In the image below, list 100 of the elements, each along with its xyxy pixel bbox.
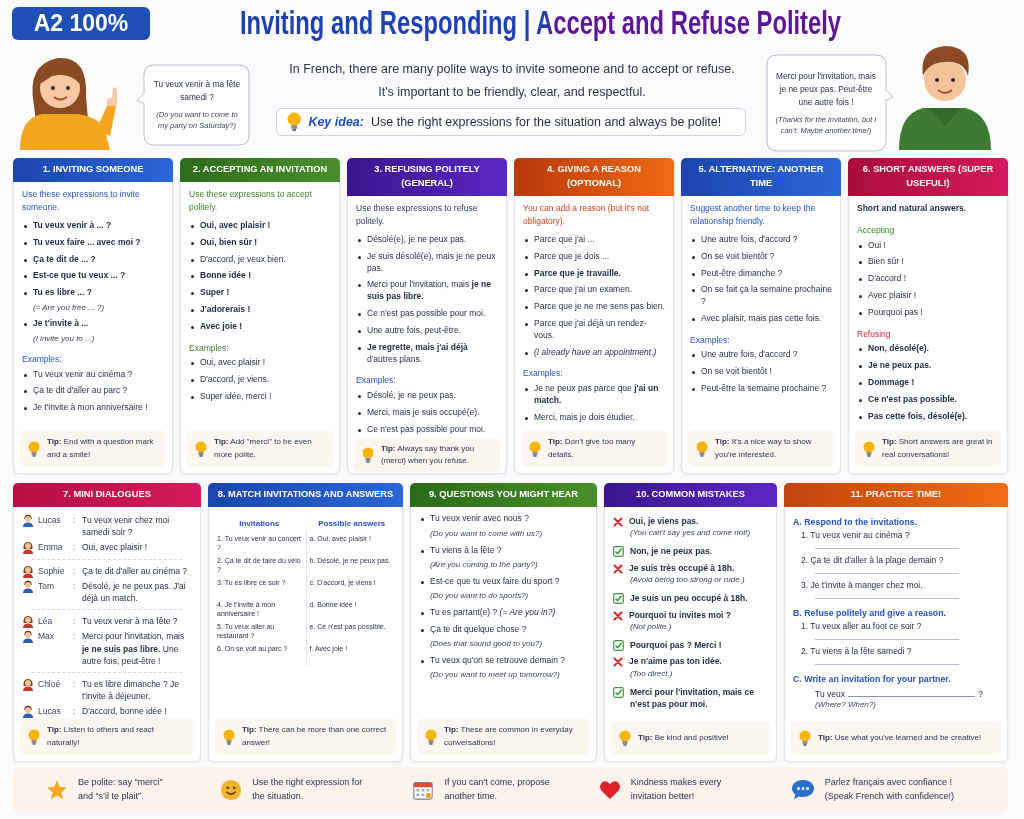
list-item: D'accord ! xyxy=(857,273,999,286)
tip-text: Tip: Don't give too many details. xyxy=(548,436,637,461)
section-heading: Refusing xyxy=(857,328,892,339)
speaker-name: Emma xyxy=(38,540,64,553)
exercise-heading: B. Refuse politely and give a reason. xyxy=(793,607,947,618)
translation-note: (I invite you to ...) xyxy=(32,332,96,344)
list-item: On se fait ça la semaine prochaine ? xyxy=(690,284,832,309)
speaker-name: Léa xyxy=(38,615,54,628)
colon: : xyxy=(73,615,77,628)
phrase: Je suis un peu occupé à 18h. xyxy=(630,592,748,605)
dialogue-line: Tu veux venir à ma fête ? xyxy=(82,615,179,628)
list-item: Ce n'est pas possible. xyxy=(857,393,999,406)
list-item: Tu veux venir au cinéma ? xyxy=(22,368,164,381)
translation-note: (Where? When?) xyxy=(814,698,877,711)
list-item: Oui ! xyxy=(857,239,999,252)
tips-bar xyxy=(13,767,1008,813)
list-item: Peut-être la semaine prochaine ? xyxy=(690,382,832,395)
list-item: Parce que j'ai ... xyxy=(523,233,665,246)
card-header: 11. PRACTICE TIME! xyxy=(784,483,1008,507)
section-heading: Examples: xyxy=(690,334,731,345)
tip-box xyxy=(855,430,1001,467)
list-item: Parce que j'ai déjà un rendez-vous. xyxy=(523,318,665,342)
tip-box xyxy=(417,718,590,755)
exercise-item: Tu veux xyxy=(815,688,845,699)
section-heading: Examples: xyxy=(523,368,564,379)
list-item: Est-ce que tu veux faire du sport ? xyxy=(419,575,588,588)
section-heading: Examples: xyxy=(189,342,230,353)
list-item: Super idée, merci ! xyxy=(189,390,331,403)
intro-text: Short and natural answers. xyxy=(857,201,968,215)
translation-note: (Do you want to come with us?) xyxy=(429,527,544,539)
phrase: Pourquoi tu invites moi ? xyxy=(629,608,731,621)
list-item: Avec plaisir, mais pas cette fois. xyxy=(690,313,832,326)
intro-text: In French, there are many polite ways to invite someone and to accept or refuse. xyxy=(289,62,735,76)
translation-note: (Not polite.) xyxy=(629,620,673,633)
card-header: 3. REFUSING POLITELY (GENERAL) xyxy=(347,158,507,196)
list-item: Parce que j'ai un examen. xyxy=(523,284,665,297)
key-idea-label: Key idea: xyxy=(308,115,364,129)
tip-box xyxy=(521,430,667,467)
column-heading: Invitations xyxy=(238,518,281,528)
tip-box xyxy=(20,718,194,755)
tip-text: Tip: It's a nice way to show you're interested. xyxy=(715,436,813,461)
list-item: Ça te dit de ... ? xyxy=(22,253,164,266)
list-item: Tu viens à la fête ? xyxy=(419,544,588,557)
list-item: Une autre fois, d'accord ? xyxy=(690,233,832,246)
card-header: 4. GIVING A REASON (OPTIONAL) xyxy=(514,158,674,196)
colon: : xyxy=(73,704,77,718)
tip-box xyxy=(611,721,770,755)
card-header: 2. ACCEPTING AN INVITATION xyxy=(180,158,340,182)
phrase: Pourquoi pas ? Merci ! xyxy=(630,639,722,652)
card-header: 9. QUESTIONS YOU MIGHT HEAR xyxy=(410,483,597,507)
list-item: Parce que je ne me sens pas bien. xyxy=(523,301,665,314)
lesson-card xyxy=(604,483,777,762)
exercise-item: 3. Je t'invite à manger chez moi. xyxy=(800,579,924,590)
intro-text: Use these expressions to invite someone. xyxy=(22,187,141,215)
list-item: Non, désolé(e). xyxy=(857,343,999,355)
exercise-heading: C. Write an invitation for your partner. xyxy=(793,673,952,684)
key-idea-text: Use the right expressions for the situation and always be polite! xyxy=(371,115,722,129)
list-item: Parce que je dois ... xyxy=(523,250,665,263)
lesson-card xyxy=(410,483,597,762)
list-item: Parce que je travaille. xyxy=(523,267,665,280)
list-item: Dommage ! xyxy=(857,376,999,389)
lesson-card xyxy=(347,158,507,474)
exercise-item: 1. Tu veux venir au cinéma ? xyxy=(800,529,911,540)
list-item: Tu veux qu'on se retrouve demain ? xyxy=(419,654,588,667)
dialogue-line: D'accord, bonne idée ! xyxy=(82,704,168,718)
list-item: Je t'invite à mon anniversaire ! xyxy=(22,402,164,415)
speaker-name: Sophie xyxy=(38,564,66,577)
intro-text: Use these expressions to accept politely. xyxy=(189,187,313,215)
dialogue-line: Tu es libre dimanche ? Je t'invite à déjeuner. xyxy=(82,678,180,703)
dialogue-line: Désolé, je ne peux pas. J'ai déjà un match. xyxy=(82,579,187,605)
dialogue-line: Merci pour l'invitation, mais je ne suis pas libre. Une autre fois, peut-être ! xyxy=(82,630,186,668)
exercise-item: 2. Tu viens à la fête samedi ? xyxy=(800,645,913,656)
tip-text: Tip: There can be more than one correct answer! xyxy=(242,724,388,749)
speaker-name: Lucas xyxy=(38,704,62,718)
phrase: Merci pour l'invitation, mais ce n'est pas pour moi. xyxy=(630,685,755,711)
tip-text: Tip: Add "merci" to be even more polite. xyxy=(214,436,313,461)
tip-text: Parlez français avec confiance ! (Speak French with confidence!) xyxy=(824,776,955,803)
list-item: On se voit bientôt ! xyxy=(690,365,832,378)
card-header: 8. MATCH INVITATIONS AND ANSWERS xyxy=(208,483,403,507)
tip-text: Tip: Use what you've learned and be creative! xyxy=(818,731,982,744)
exercise-item: 2. Ça te dit d'aller à la plage demain ? xyxy=(800,554,945,565)
list-item: On se voit bientôt ? xyxy=(690,250,832,263)
lesson-card xyxy=(848,158,1008,474)
dialogue-line: Ça te dit d'aller au cinéma ? xyxy=(82,564,189,577)
lesson-card xyxy=(784,483,1008,762)
list-item: Pas cette fois, désolé(e). xyxy=(857,410,999,423)
section-heading: Examples: xyxy=(356,375,397,386)
list-item: Ça te dit d'aller au parc ? xyxy=(22,385,164,398)
list-item: Merci pour l'invitation, mais je ne suis pas libre. xyxy=(356,279,498,304)
list-item: (I already have an appointment.) xyxy=(523,346,665,359)
intro-text: You can add a reason (but it's not obligatory). xyxy=(523,201,651,229)
exercise-heading: A. Respond to the invitations. xyxy=(793,516,919,527)
phrase: Non, je ne peux pas. xyxy=(630,545,713,558)
list-item: Peut-être dimanche ? xyxy=(690,267,832,280)
speaker-name: Lucas xyxy=(38,513,62,527)
card-header: 6. SHORT ANSWERS (SUPER USEFUL!) xyxy=(848,158,1008,196)
list-item: Avec joie ! xyxy=(189,321,331,333)
translation-note: (Are you coming to the party?) xyxy=(429,558,539,571)
list-item: D'accord, je viens. xyxy=(189,373,331,386)
list-item: Désolé, je ne peux pas. xyxy=(356,389,498,402)
